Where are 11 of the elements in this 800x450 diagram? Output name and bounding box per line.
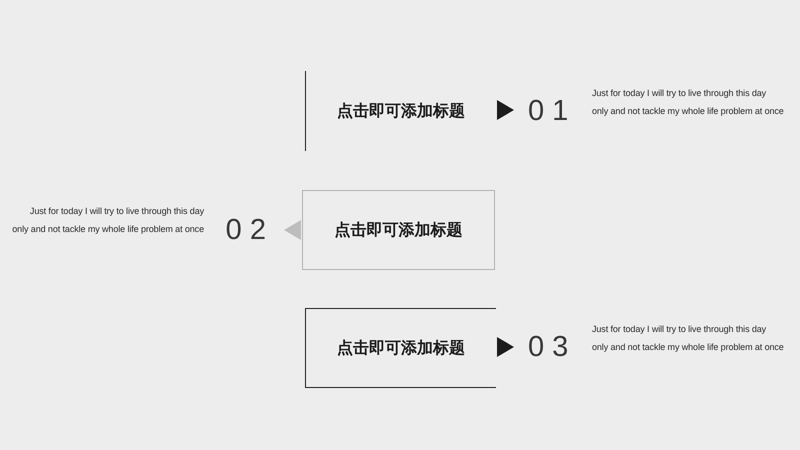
step-number: 0 3 [528, 333, 568, 362]
card-title: 点击即可添加标题 [337, 338, 465, 358]
step-number: 0 1 [528, 97, 568, 126]
title-card [302, 190, 495, 270]
step-number: 0 2 [226, 216, 266, 245]
description-text: Just for today I will try to live through this day only and not tackle my whole life problem at once [12, 205, 204, 236]
title-card [305, 308, 496, 388]
description-text: Just for today I will try to live through this day only and not tackle my whole life problem at once [592, 87, 784, 118]
card-title: 点击即可添加标题 [334, 220, 462, 240]
description-text: Just for today I will try to live through this day only and not tackle my whole life problem at once [592, 323, 784, 354]
card-title: 点击即可添加标题 [337, 100, 465, 122]
